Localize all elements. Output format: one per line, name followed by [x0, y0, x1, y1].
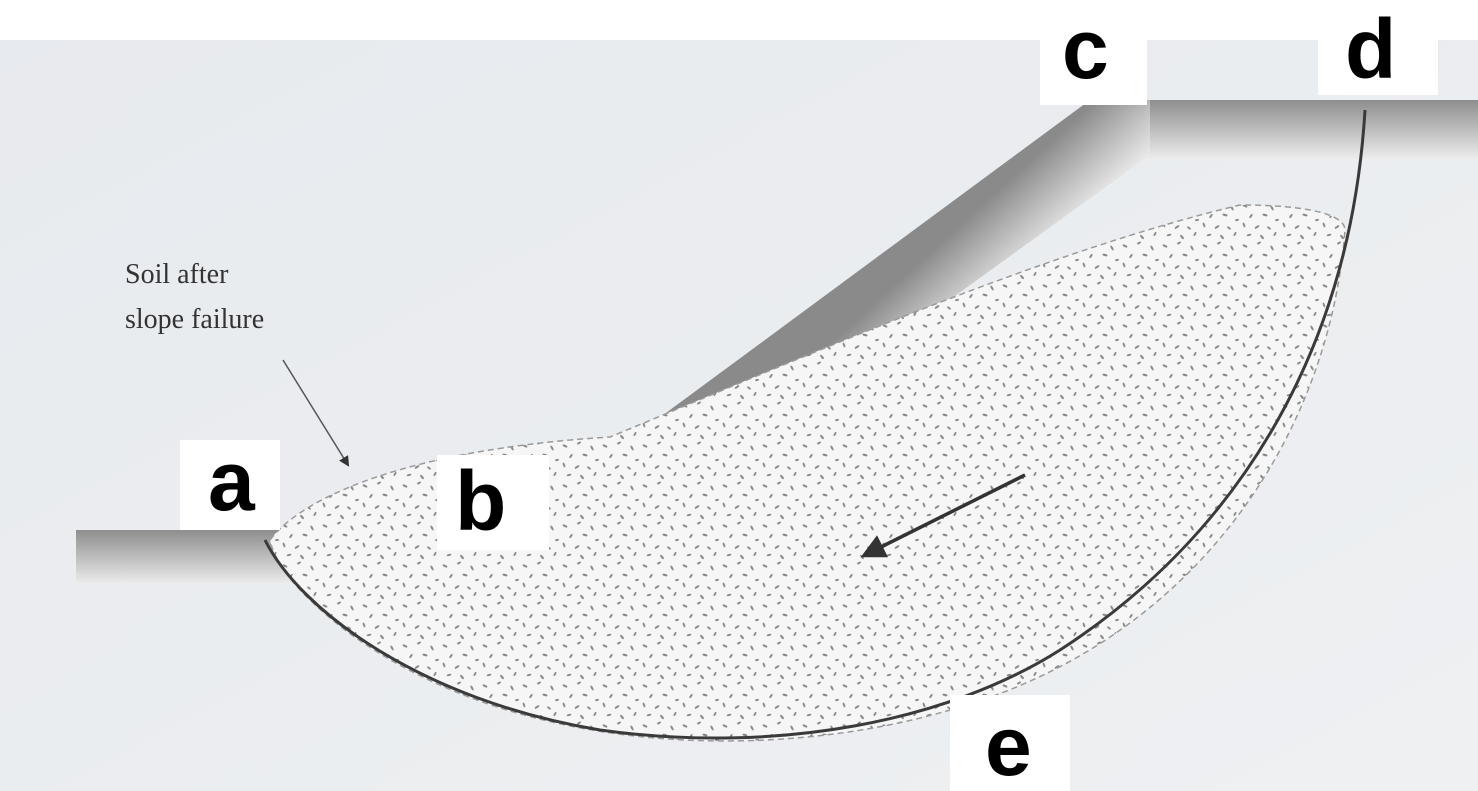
point-label-d: d — [1345, 2, 1396, 96]
point-label-c: c — [1062, 2, 1109, 96]
annotation-line-2: slope failure — [125, 304, 264, 335]
top-white-band — [0, 0, 1478, 40]
point-label-a: a — [208, 434, 256, 528]
point-label-b: b — [455, 454, 506, 548]
annotation-line-1: Soil after — [125, 259, 229, 290]
point-label-e: e — [985, 699, 1032, 791]
